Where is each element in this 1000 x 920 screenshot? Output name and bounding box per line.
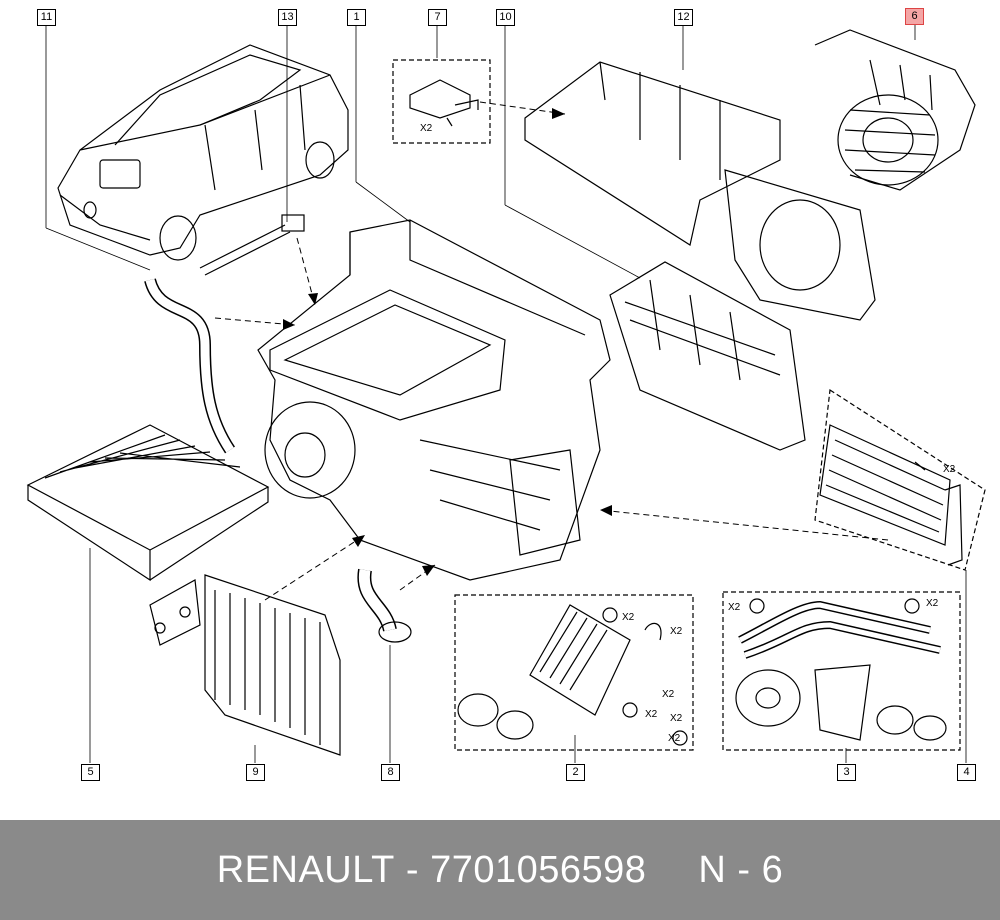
qty-label-resistor: X2: [420, 123, 433, 134]
callout-12: 12: [674, 9, 693, 26]
qty-label-kit-screw: X2: [662, 689, 675, 700]
qty-label-kit-oring-2: X2: [645, 709, 658, 720]
filter-housing: [609, 261, 806, 451]
brand-name: RENAULT: [216, 848, 395, 891]
qty-label-pipe-oring-right: X2: [926, 598, 939, 609]
qty-label-pipe-oring-left: X2: [728, 602, 741, 613]
callout-10: 10: [496, 9, 515, 26]
qty-label-kit-oring-1: X2: [622, 612, 635, 623]
callout-9: 9: [246, 764, 265, 781]
separator: -: [405, 848, 419, 891]
qty-label-kit-seal: X2: [670, 713, 683, 724]
drain-elbow: [357, 568, 412, 643]
cabin-filter: [26, 424, 270, 582]
blower-motor: [814, 29, 976, 191]
qty-label-kit-clip: X2: [670, 626, 683, 637]
callout-11: 11: [37, 9, 56, 26]
callout-8: 8: [381, 764, 400, 781]
exploded-parts-diagram: [26, 24, 986, 763]
heater-kit-detail: [454, 594, 694, 751]
hvac-main-unit: [257, 219, 611, 581]
part-number: 7701056598: [430, 848, 647, 891]
vehicle-illustration: [57, 44, 349, 261]
qty-label-heater-screw: X2: [943, 464, 956, 475]
sensor-assembly: [199, 214, 305, 276]
callout-4: 4: [957, 764, 976, 781]
callout-6-highlighted: 6: [905, 8, 924, 25]
diagram-position: N - 6: [698, 848, 784, 891]
drain-hose: [144, 278, 236, 454]
upper-housing: [524, 61, 876, 321]
heater-pipes-detail: [722, 591, 961, 751]
callout-7: 7: [428, 9, 447, 26]
part-info-footer: RENAULT - 7701056598 N - 6: [0, 820, 1000, 920]
callout-13: 13: [278, 9, 297, 26]
callout-1: 1: [347, 9, 366, 26]
qty-label-kit-screw-2: X2: [668, 733, 681, 744]
leader-lines: [45, 24, 967, 763]
ptc-heater-detail: [814, 388, 986, 571]
evaporator: [149, 574, 341, 756]
callout-2: 2: [566, 764, 585, 781]
callout-5: 5: [81, 764, 100, 781]
resistor-detail: [392, 59, 491, 144]
callout-3: 3: [837, 764, 856, 781]
arrow-heads: [283, 108, 612, 576]
